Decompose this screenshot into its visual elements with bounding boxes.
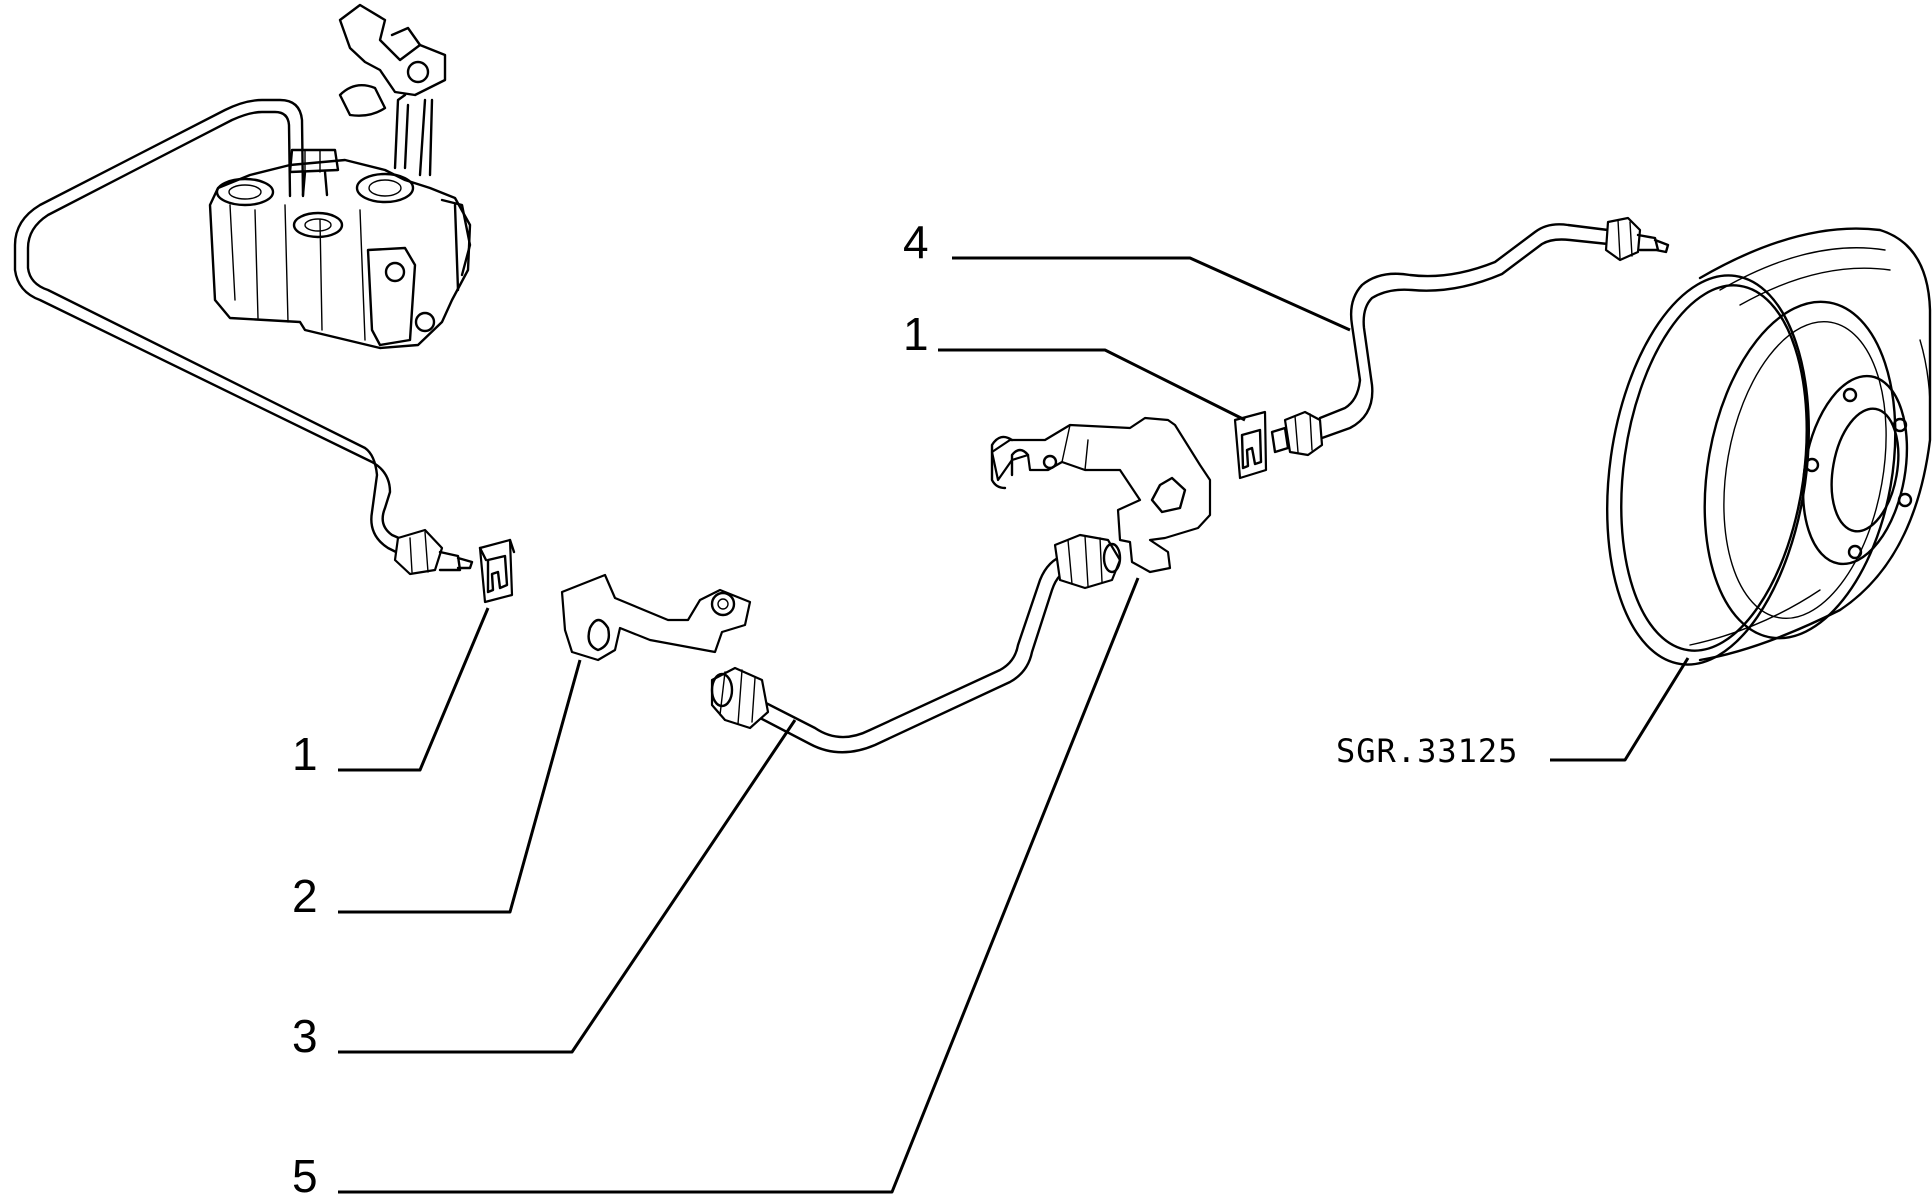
brake-pressure-regulator (208, 3, 472, 350)
pipe-support-plate (990, 416, 1212, 574)
callout-5: 5 (292, 1150, 318, 1196)
callout-1-left: 1 (292, 728, 318, 780)
callout-4-top: 4 (903, 216, 929, 268)
callout-3: 3 (292, 1010, 318, 1062)
reference-code: SGR.33125 (1336, 732, 1518, 770)
leader-lines (338, 256, 1690, 1194)
brake-pipe-middle (710, 533, 1122, 754)
brake-pipe-rear-left (13, 98, 474, 576)
brake-pipe-drum (1270, 216, 1670, 457)
brake-drum (1605, 227, 1932, 666)
callout-1-top: 1 (903, 308, 929, 360)
pipe-bracket (560, 573, 752, 662)
pipe-clip-upper (1233, 410, 1268, 480)
pipe-clip-left (478, 538, 516, 604)
callout-2: 2 (292, 870, 318, 922)
